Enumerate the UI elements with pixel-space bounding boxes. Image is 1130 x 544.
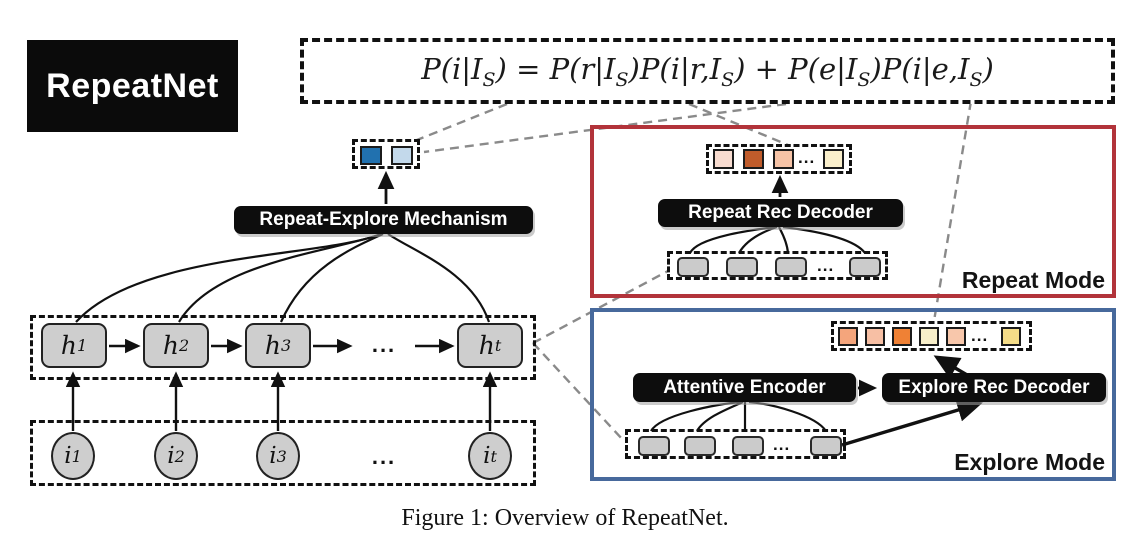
explore-session-box-1 [638,436,670,456]
explore-rec-decoder-label: Explore Rec Decoder [882,373,1106,402]
formula-text: P(i|IS) = P(r|IS)P(i|r,IS) + P(e|IS)P(i|… [421,51,994,91]
explore-session-box-2 [684,436,716,456]
formula-box: P(i|IS) = P(r|IS)P(i|r,IS) + P(e|IS)P(i|… [300,38,1115,104]
explore-mode-box [590,308,1116,481]
repeat-mode-box [590,125,1116,298]
hidden-to-mechanism-curves [75,232,491,323]
explore-score-square-5 [946,327,966,346]
explore-score-square-2 [865,327,885,346]
mode-probability-box [352,139,420,169]
explore-session-box-4 [810,436,842,456]
repeat-session-ellipsis: ... [817,256,835,275]
explore-prob-square [391,146,413,165]
repeat-rec-decoder-label: Repeat Rec Decoder [658,199,903,227]
explore-scores-container: ... [831,321,1032,351]
repeat-score-square-4 [823,149,844,169]
hidden-ellipsis: ... [371,332,397,357]
explore-score-square-1 [838,327,858,346]
explore-scores-ellipsis: ... [971,326,989,345]
hidden-states-container [30,315,536,380]
explore-score-square-4 [919,327,939,346]
input-items-container [30,420,536,486]
repeatnet-title: RepeatNet [46,66,219,105]
repeat-score-square-3 [773,149,794,169]
repeat-scores-container: ... [706,144,852,174]
repeatnet-title-box: RepeatNet [27,40,238,132]
repeat-score-square-1 [713,149,734,169]
explore-session-ellipsis: ... [773,435,791,454]
explore-score-square-6 [1001,327,1021,346]
explore-session-box-3 [732,436,764,456]
explore-score-square-3 [892,327,912,346]
repeat-session-box-2 [726,257,758,277]
explore-mode-label: Explore Mode [954,449,1105,475]
repeat-session-box-4 [849,257,881,277]
repeat-prob-square [360,146,382,165]
repeat-mode-label: Repeat Mode [961,267,1105,293]
repeat-session-container: ... [667,251,888,280]
repeat-session-box-1 [677,257,709,277]
explore-session-container: ... [625,429,846,459]
repeat-session-box-3 [775,257,807,277]
attentive-encoder-label: Attentive Encoder [633,373,856,402]
input-ellipsis: ... [371,444,397,469]
figure-caption: Figure 1: Overview of RepeatNet. [401,505,729,531]
repeat-explore-mechanism-label: Repeat-Explore Mechanism [234,206,533,234]
repeat-score-square-2 [743,149,764,169]
repeat-scores-ellipsis: ... [798,148,816,167]
